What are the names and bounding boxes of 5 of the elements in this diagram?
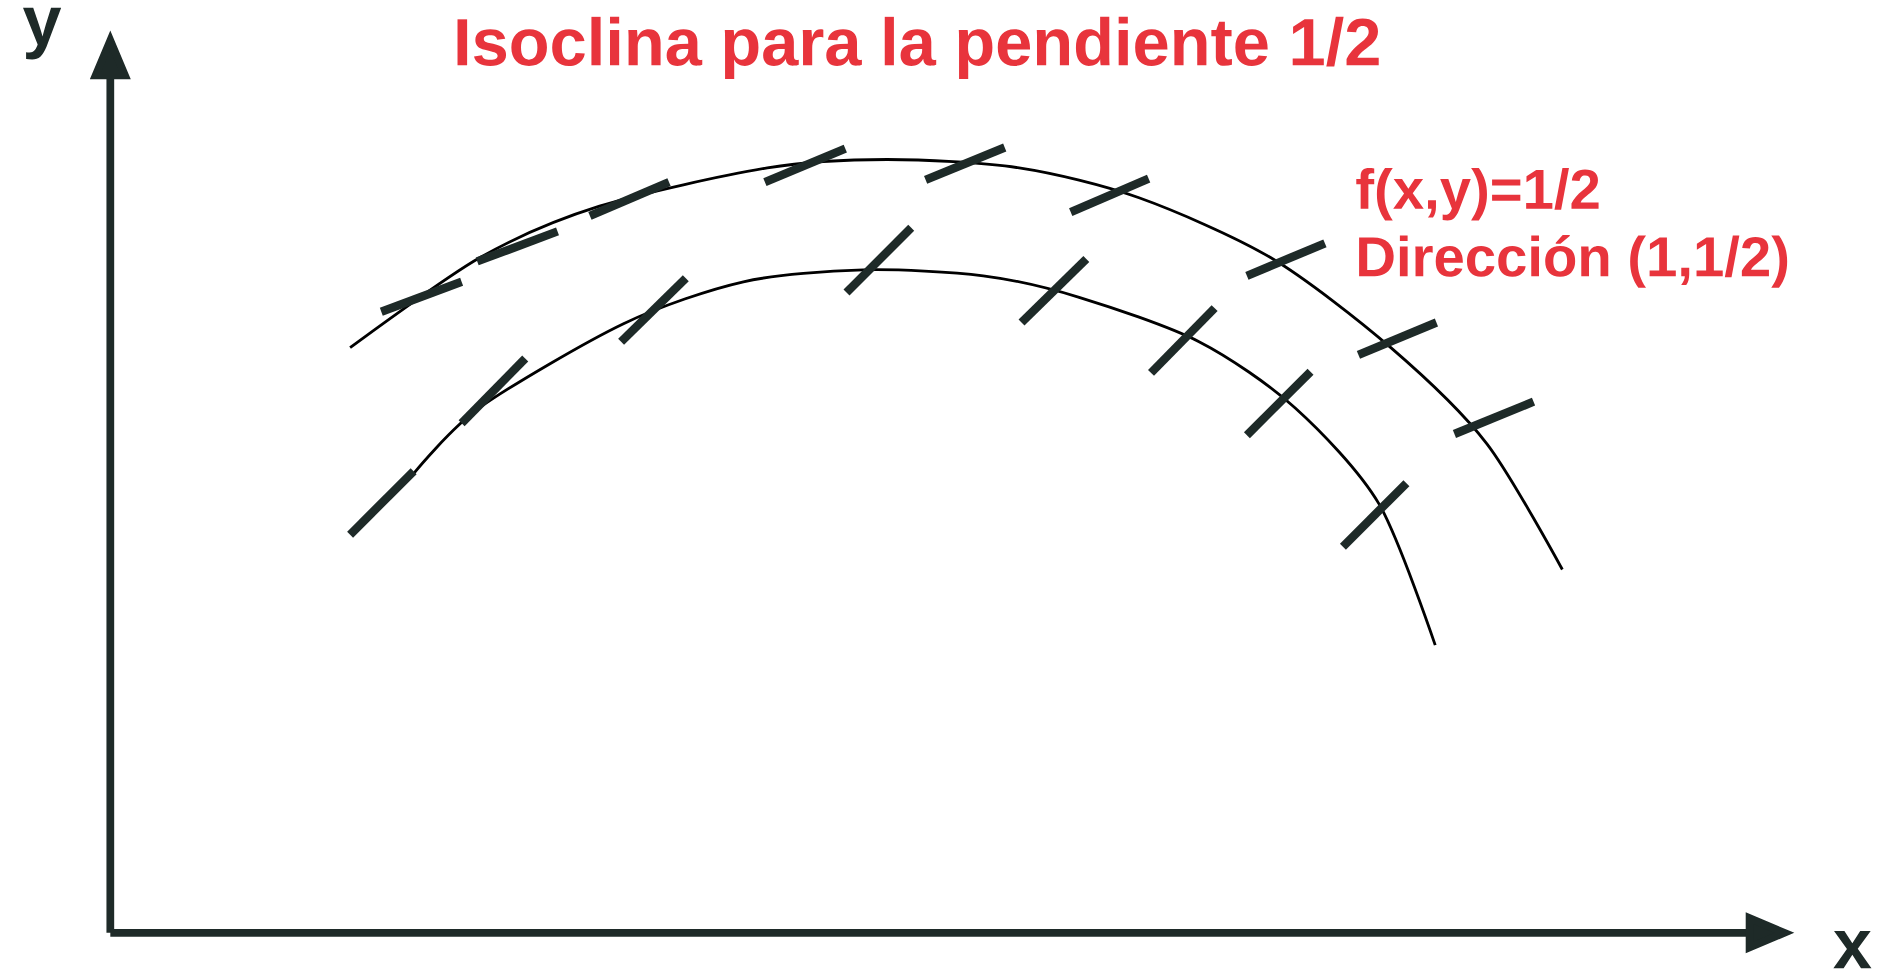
axis-label: x (1833, 931, 1872, 969)
title: Isoclina para la pendiente 1/2 (457, 16, 1379, 80)
axis-label: y (23, 7, 62, 60)
curve-label: f(x,y)=1/2 (1356, 167, 1599, 221)
curve-label: Dirección (1,1/2) (1359, 234, 1788, 288)
